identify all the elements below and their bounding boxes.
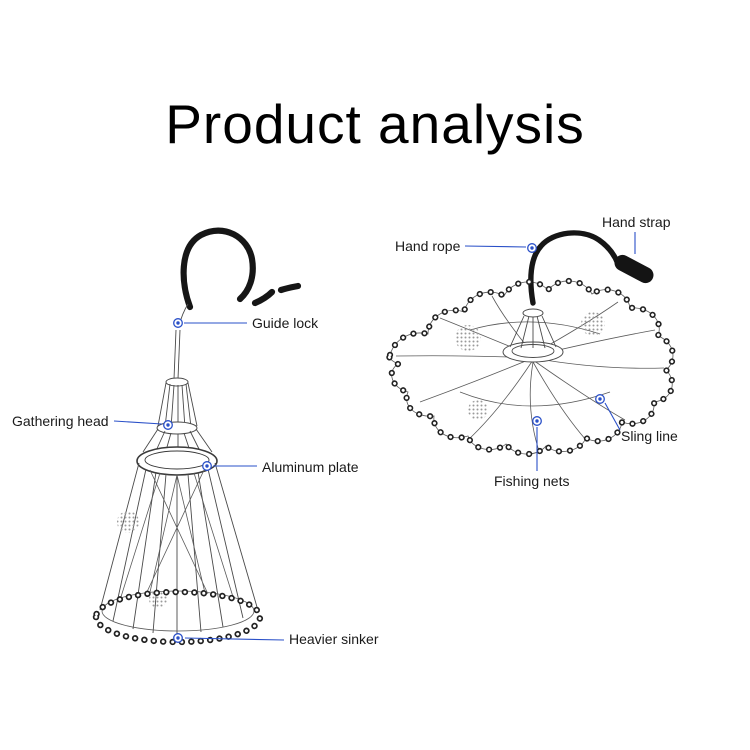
fan-lines [142, 428, 213, 455]
hand-rope-hook [180, 227, 256, 311]
sinker-bead-chain [92, 588, 264, 646]
hand-rope-curve [528, 230, 621, 306]
gathering-head-marker [163, 420, 173, 430]
guide-line [173, 303, 189, 380]
net-body-lines [99, 462, 258, 634]
gathering-head-part [156, 377, 198, 435]
mesh-patch [149, 590, 167, 608]
mesh-patch [117, 511, 139, 533]
right-net-illustration [386, 230, 677, 458]
rope-dash-1 [251, 288, 276, 307]
mesh-patch [455, 325, 481, 351]
mesh-patch [581, 312, 605, 336]
label-fishing-nets: Fishing nets [494, 473, 570, 489]
mesh-patch [468, 400, 488, 420]
left-net-illustration [92, 227, 302, 646]
hand-rope-marker [527, 243, 537, 253]
label-heavier-sinker: Heavier sinker [289, 631, 379, 647]
center-cone [502, 308, 564, 363]
guide-lock-marker [173, 318, 183, 328]
aluminum-plate-marker [202, 461, 212, 471]
rope-dash-2 [277, 282, 302, 294]
page-title: Product analysis [165, 93, 585, 155]
fishing-nets-marker [532, 416, 542, 426]
aluminum-plate-ring [136, 446, 218, 476]
hand-strap-shape [614, 254, 654, 284]
heavier-sinker-marker [173, 633, 183, 643]
label-aluminum-plate: Aluminum plate [262, 459, 359, 475]
part-markers [163, 243, 605, 643]
perimeter-bead-chain [386, 278, 677, 458]
label-hand-rope: Hand rope [395, 238, 461, 254]
net-cross-lines [119, 469, 235, 601]
label-hand-strap: Hand strap [602, 214, 671, 230]
label-sling-line: Sling line [621, 428, 678, 444]
label-guide-lock: Guide lock [252, 315, 319, 331]
leader-lines [113, 232, 636, 641]
sling-line-marker [595, 394, 605, 404]
label-gathering-head: Gathering head [12, 413, 109, 429]
